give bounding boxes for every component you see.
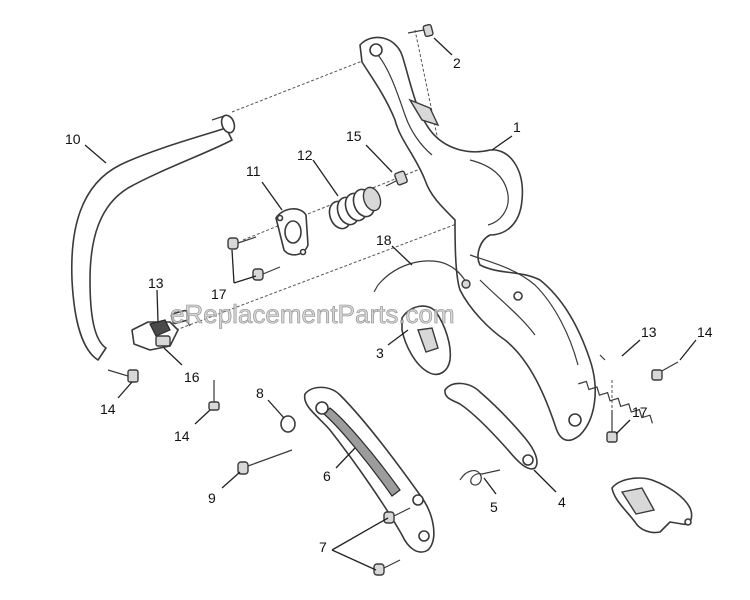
callout-18: 18 xyxy=(376,232,413,266)
rear-handle-housing xyxy=(359,36,596,442)
guide-line-top-screw xyxy=(414,29,441,151)
callout-label-1: 1 xyxy=(513,119,521,135)
callout-4: 4 xyxy=(533,469,566,510)
callout-label-16: 16 xyxy=(184,369,200,385)
callout-5: 5 xyxy=(483,477,498,515)
callout-label-2: 2 xyxy=(453,55,461,71)
callout-label-4: 4 xyxy=(558,494,566,510)
callout-9: 9 xyxy=(208,471,241,506)
bracket-assembly xyxy=(131,309,191,351)
callout-label-17a: 17 xyxy=(211,286,227,302)
screws-grip xyxy=(373,507,411,576)
callout-17-left: 17 xyxy=(211,249,257,302)
callout-label-9: 9 xyxy=(208,490,216,506)
tension-spring xyxy=(578,354,654,424)
callouts: 1 2 3 4 5 6 7 8 xyxy=(65,37,713,571)
guide-line-handlebar xyxy=(231,57,371,113)
callout-label-3: 3 xyxy=(376,345,384,361)
callout-label-14b: 14 xyxy=(174,428,190,444)
callout-14-left: 14 xyxy=(100,381,133,417)
callout-15: 15 xyxy=(346,128,393,173)
trigger-lever xyxy=(401,305,452,376)
callout-label-17b: 17 xyxy=(632,404,648,420)
callout-6: 6 xyxy=(323,447,356,484)
callout-13-left: 13 xyxy=(148,275,164,323)
callout-label-6: 6 xyxy=(323,468,331,484)
screw-spring-seat xyxy=(385,170,408,187)
callout-13-right: 13 xyxy=(621,324,657,357)
front-handlebar xyxy=(70,114,236,361)
callout-12: 12 xyxy=(297,147,339,197)
callout-14-right: 14 xyxy=(679,324,713,361)
callout-label-14c: 14 xyxy=(697,324,713,340)
clip-bracket xyxy=(611,477,693,534)
mounting-plate xyxy=(275,208,309,256)
screw-spring xyxy=(651,361,679,381)
callout-10: 10 xyxy=(65,131,107,164)
compression-spring xyxy=(328,186,382,230)
screw-handlebar xyxy=(107,369,139,383)
throttle-cable xyxy=(373,260,471,293)
callout-1: 1 xyxy=(491,119,521,151)
rubber-plug xyxy=(280,415,296,433)
callout-label-15: 15 xyxy=(346,128,362,144)
screws-plate xyxy=(227,236,281,281)
callout-14-middle: 14 xyxy=(174,409,211,444)
callout-2: 2 xyxy=(433,37,461,71)
callout-label-5: 5 xyxy=(490,499,498,515)
callout-label-8: 8 xyxy=(256,385,264,401)
callout-label-11: 11 xyxy=(246,163,261,179)
callout-3: 3 xyxy=(376,329,409,361)
callout-label-13a: 13 xyxy=(148,275,164,291)
grip-cover xyxy=(303,386,435,553)
screw-top xyxy=(407,23,434,38)
callout-label-7: 7 xyxy=(319,539,327,555)
screw-bracket xyxy=(208,380,220,411)
callout-label-13b: 13 xyxy=(641,324,657,340)
callout-label-14a: 14 xyxy=(100,401,116,417)
callout-16: 16 xyxy=(163,347,200,385)
callout-17-right: 17 xyxy=(615,404,648,435)
callout-8: 8 xyxy=(256,385,285,419)
callout-label-12: 12 xyxy=(297,147,313,163)
screw-housing xyxy=(606,410,618,443)
callout-label-10: 10 xyxy=(65,131,81,147)
callout-label-18: 18 xyxy=(376,232,392,248)
torsion-spring xyxy=(459,469,501,486)
watermark-text: eReplacementParts.com xyxy=(170,299,455,329)
callout-7: 7 xyxy=(319,517,389,571)
callout-11: 11 xyxy=(246,163,283,211)
safety-lever xyxy=(444,382,538,470)
long-bolt xyxy=(237,449,293,475)
